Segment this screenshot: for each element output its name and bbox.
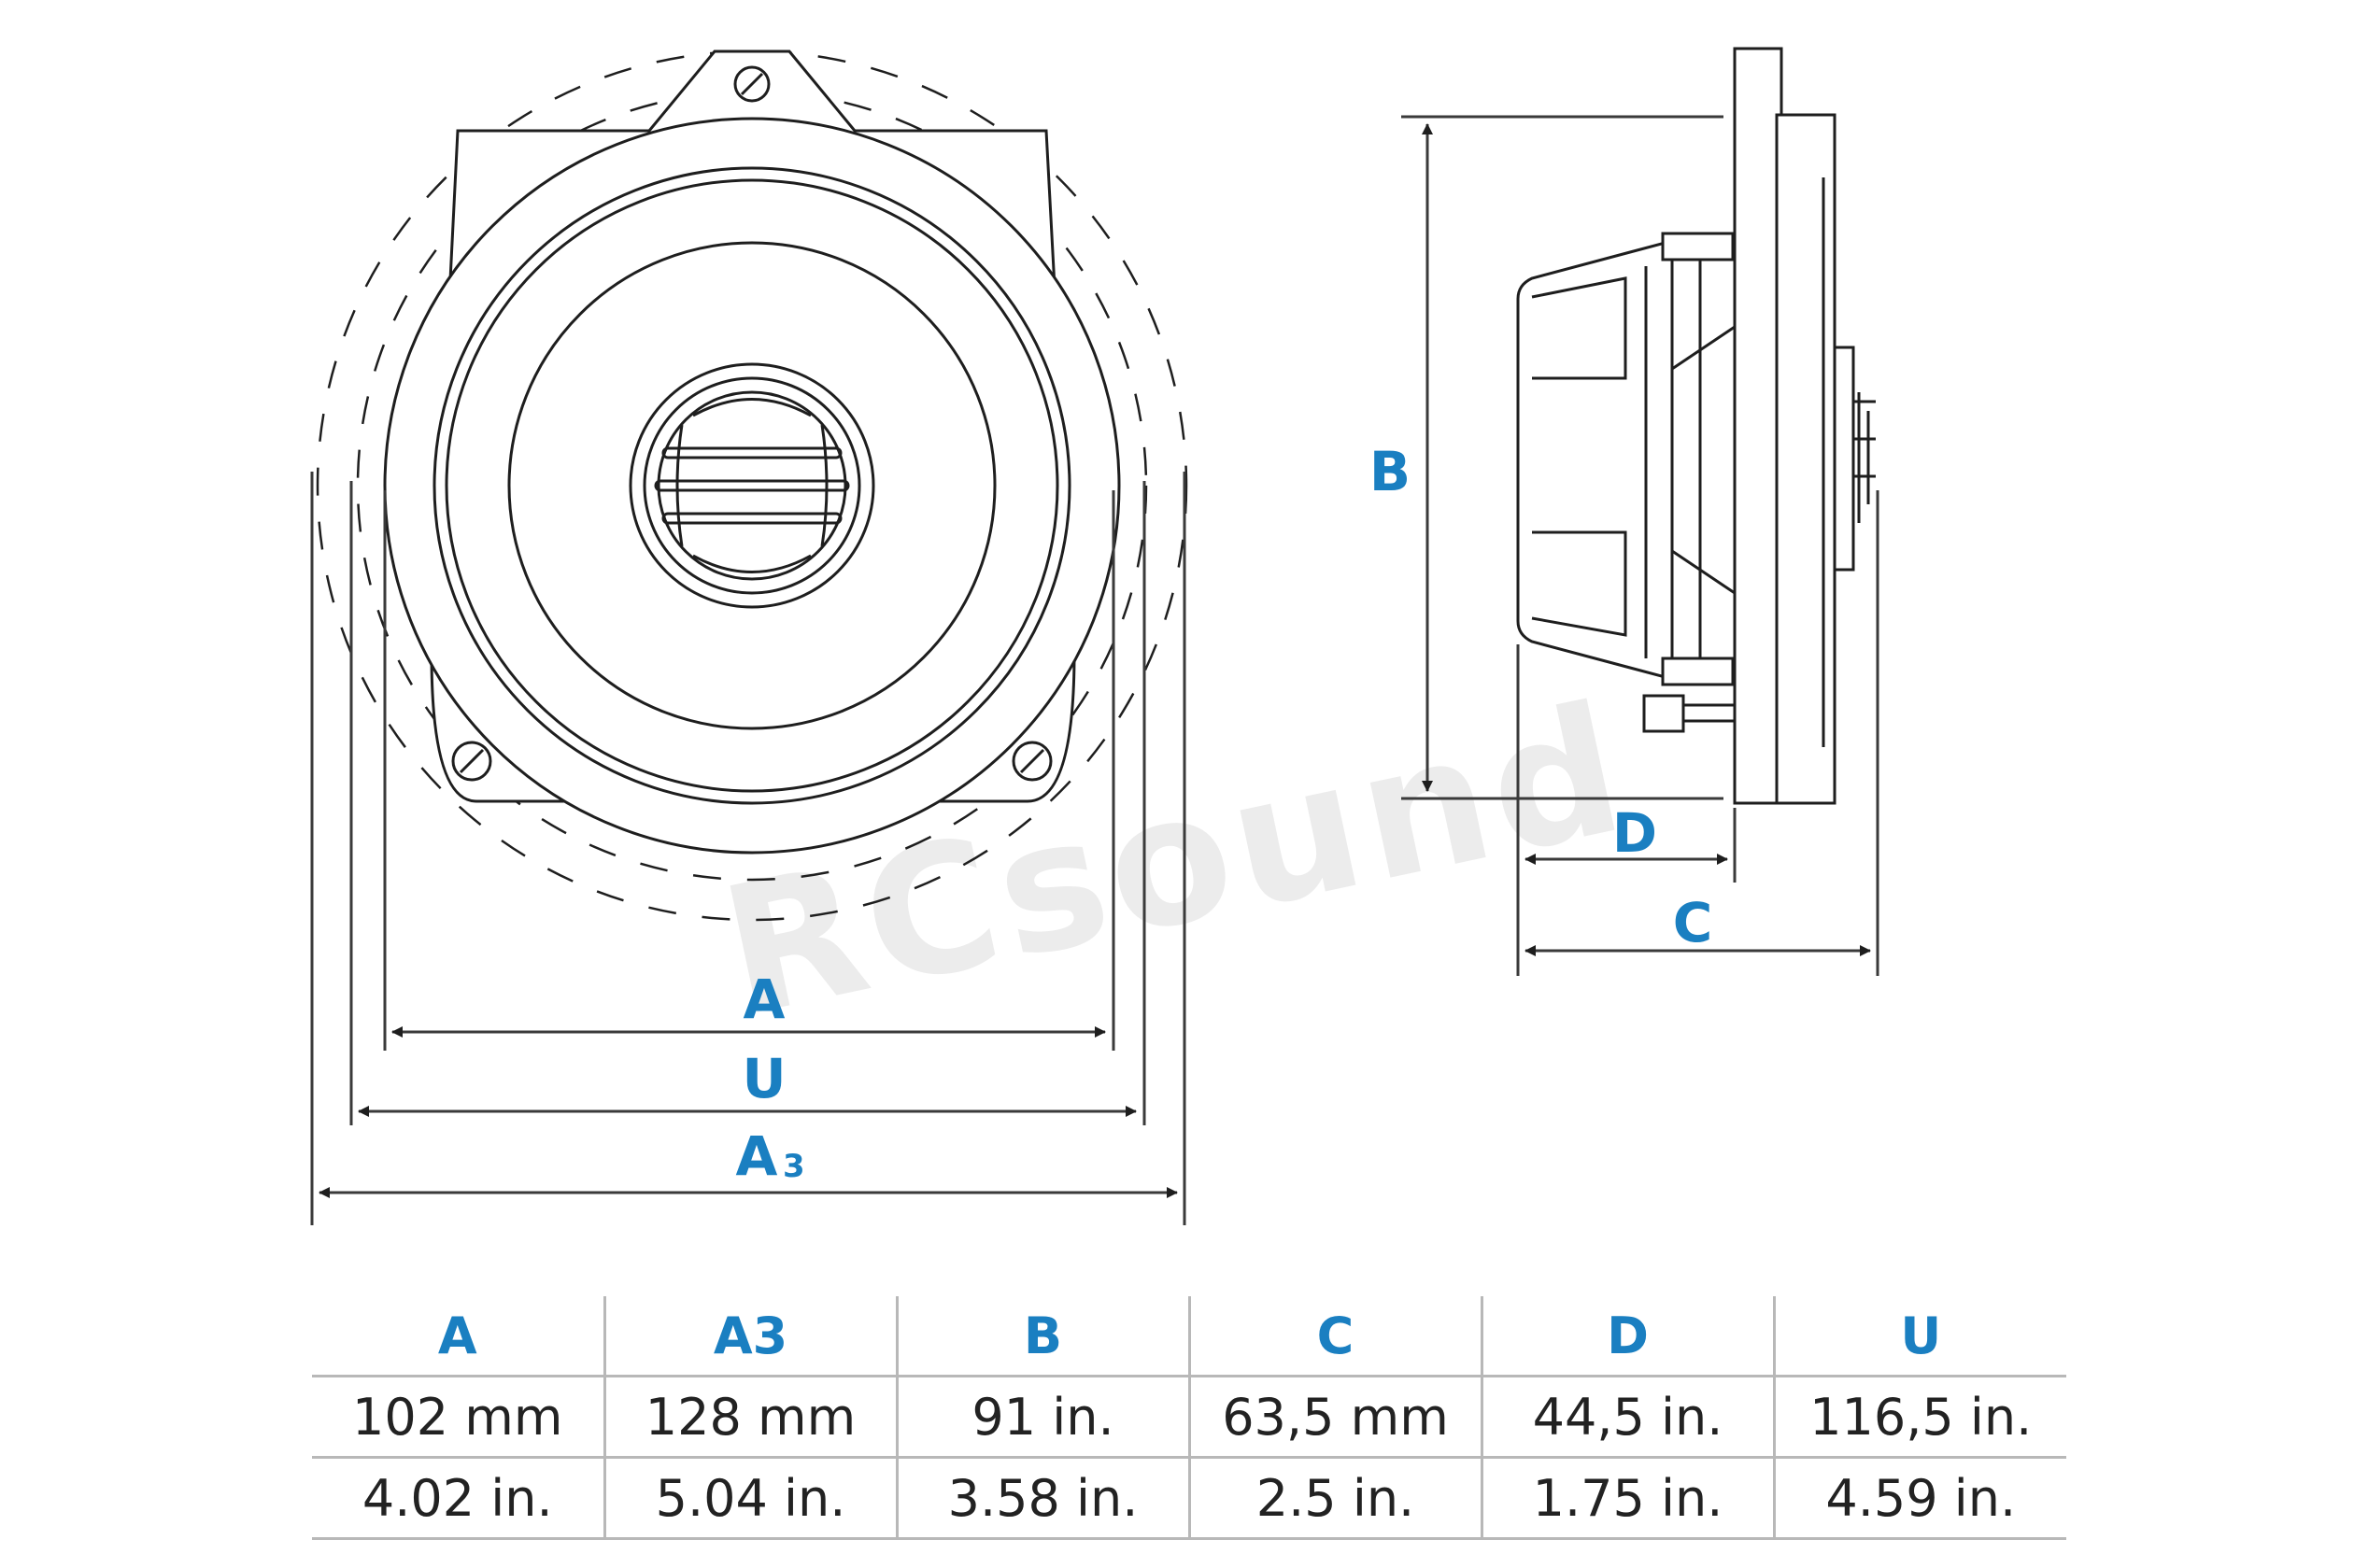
table-header-cell: A3 [603,1296,897,1377]
side-terminal [1642,694,1685,733]
table-cell: 4.02 in. [312,1457,604,1540]
side-basket-arm [1671,549,1736,595]
table-cell: 116,5 in. [1772,1376,2066,1459]
table-header-row: A A3 B C D U [312,1296,2066,1377]
side-bracket-top [1661,232,1735,261]
speaker-surround [445,178,1059,793]
side-basket [1516,239,1737,681]
table-header-cell: D [1480,1296,1774,1377]
label-b: B [1369,440,1411,503]
side-bracket-bottom [1661,657,1735,686]
tweeter-grille-bar [654,479,850,492]
table-cell: 1.75 in. [1480,1457,1774,1540]
side-cone-lower [1531,530,1627,637]
table-header-cell: U [1772,1296,2066,1377]
table-cell: 102 mm [312,1376,604,1459]
side-basket-arm [1671,325,1736,371]
speaker-frame-inner [433,166,1071,805]
label-c: C [1673,891,1713,954]
dimensions-table: A A3 B C D U 102 mm 128 mm 91 in. 63,5 m… [312,1296,2066,1540]
right-screw-slot [1019,748,1045,774]
front-view [316,49,1188,922]
table-row: 4.02 in. 5.04 in. 3.58 in. 2.5 in. 1.75 … [312,1457,2066,1540]
label-a: A [744,968,786,1031]
table-header-cell: A [312,1296,604,1377]
tweeter-ring-mid [643,376,861,595]
side-tweeter-mount [1833,346,1855,572]
table-cell: 4.59 in. [1772,1457,2066,1540]
side-cone-upper [1531,276,1627,380]
side-flange [1733,47,1783,805]
tweeter-grille-bar [661,512,843,525]
label-a3: A [736,1124,778,1188]
tweeter-ring-inner [657,390,847,581]
side-view [1516,47,1876,805]
table-cell: 2.5 in. [1187,1457,1482,1540]
label-a3-subscript: 3 [783,1148,805,1185]
tweeter-grille-arc [820,424,829,547]
table-header-cell: B [895,1296,1189,1377]
table-cell: 128 mm [603,1376,897,1459]
table-cell: 91 in. [895,1376,1189,1459]
left-screw-slot [459,748,485,774]
speaker-cone-edge [507,241,997,730]
tweeter-grille-arc [692,554,812,573]
tweeter-grille-bar [661,446,843,459]
table-cell: 3.58 in. [895,1457,1189,1540]
table-cell: 63,5 mm [1187,1376,1482,1459]
tweeter-grille-arc [675,424,684,547]
tweeter-grille-arc [692,398,812,417]
table-cell: 5.04 in. [603,1457,897,1540]
top-screw-slot [740,72,764,96]
table-row: 102 mm 128 mm 91 in. 63,5 mm 44,5 in. 11… [312,1376,2066,1459]
side-dimensions [1401,115,1879,976]
table-header-cell: C [1187,1296,1482,1377]
speaker-frame [383,117,1121,855]
label-d: D [1612,801,1657,865]
side-frame-lip [1775,113,1836,805]
tweeter-ring-outer [629,362,875,609]
outer-dashed-ring [316,49,1188,922]
front-dimensions [310,472,1186,1225]
table-cell: 44,5 in. [1480,1376,1774,1459]
label-u: U [742,1047,786,1110]
